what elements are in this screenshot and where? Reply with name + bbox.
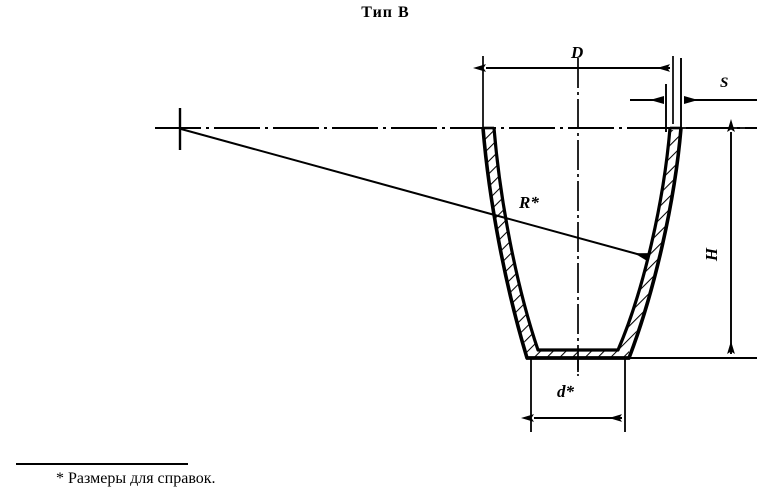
dimension-D-group <box>473 56 674 128</box>
dimension-R-group <box>180 128 650 261</box>
footnote-text: * Размеры для справок. <box>56 470 216 487</box>
dimension-label-S: S <box>720 75 729 91</box>
dimension-label-d: d* <box>557 382 574 401</box>
footnote: * Размеры для справок. <box>0 458 771 498</box>
left-wall-hatching <box>483 130 538 350</box>
footnote-divider <box>16 463 188 465</box>
page-title: Тип B <box>361 4 410 21</box>
dimension-label-R: R* <box>519 193 539 212</box>
radius-leader-line <box>180 128 650 261</box>
axis-centerline-group <box>155 108 757 150</box>
dimension-label-H: H <box>702 247 722 262</box>
vessel-cross-section <box>481 126 683 360</box>
dimension-H-group <box>629 119 757 359</box>
dimension-S-group <box>630 58 757 132</box>
dimension-label-D: D <box>571 43 584 62</box>
dimension-d-group <box>521 358 626 432</box>
